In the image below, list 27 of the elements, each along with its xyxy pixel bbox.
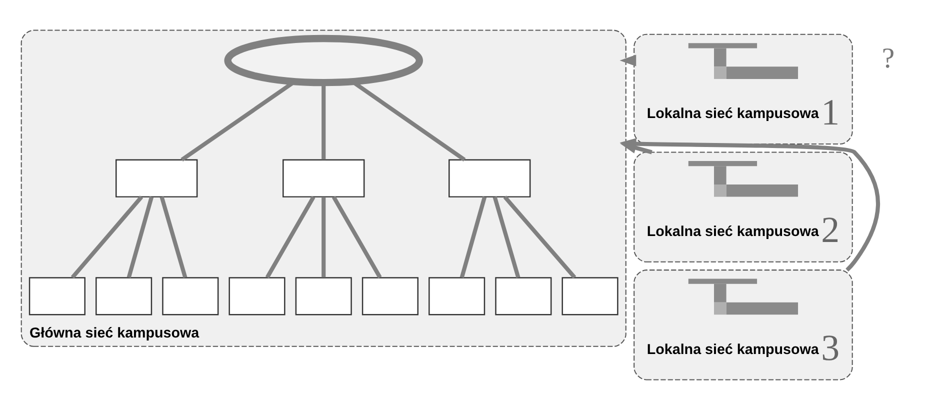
cluster: Główna sieć kampusowa xyxy=(20,30,626,347)
label: ? xyxy=(881,42,894,75)
cluster: Lokalna sieć kampusowa 3 xyxy=(633,270,852,380)
node-box xyxy=(448,159,530,198)
node-box xyxy=(162,277,218,316)
connector xyxy=(126,196,154,278)
node-box xyxy=(428,277,485,316)
cluster: Lokalna sieć kampusowa 1 xyxy=(633,34,852,145)
node-box xyxy=(282,159,364,198)
node-box xyxy=(361,277,418,316)
connector xyxy=(321,196,326,278)
connector xyxy=(502,196,576,279)
connector xyxy=(70,196,143,279)
node-box xyxy=(228,277,285,316)
node-box xyxy=(494,277,552,316)
connector xyxy=(264,196,315,278)
connector xyxy=(492,196,520,278)
node-box xyxy=(28,277,85,316)
node-box xyxy=(95,277,152,316)
node-box xyxy=(294,277,352,316)
node-ellipse xyxy=(224,34,422,86)
cluster: Lokalna sieć kampusowa 2 xyxy=(633,152,852,262)
connector xyxy=(331,196,382,278)
node-box xyxy=(561,277,618,316)
connector xyxy=(459,196,486,278)
node-box xyxy=(115,159,198,198)
connector xyxy=(159,196,187,278)
